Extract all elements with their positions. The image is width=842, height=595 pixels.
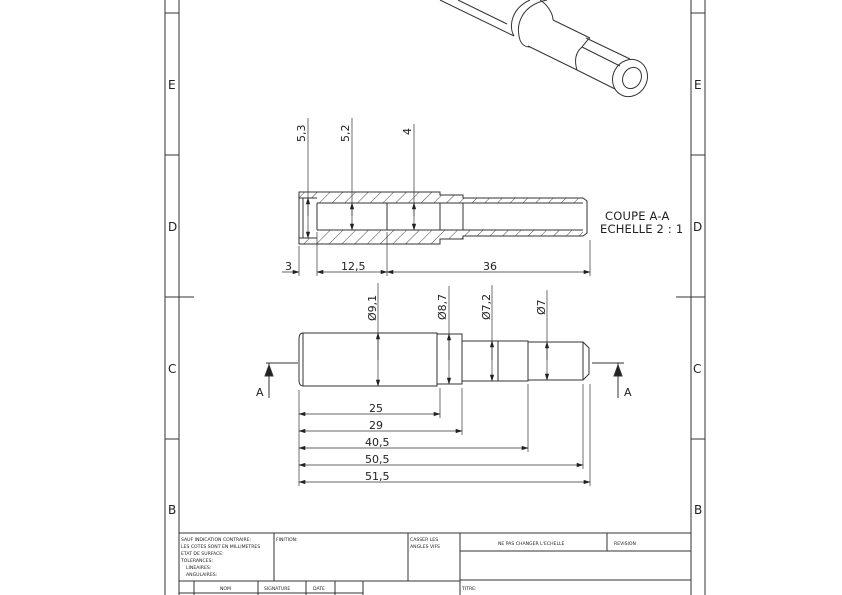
note-line-6: ANGULAIRES:	[186, 572, 218, 578]
dim-text-40-5: 40,5	[365, 436, 390, 449]
dim-text-36: 36	[483, 260, 497, 273]
section-marker-left: A	[256, 386, 264, 399]
section-hatch-top	[299, 192, 583, 203]
note-line-2: LES COTES SONT EN MILLIMETRES	[181, 544, 260, 550]
zone-labels: E E D D C C B B	[168, 78, 702, 517]
edges-label-1: CASSER LES	[410, 537, 438, 543]
section-cut-line	[264, 362, 624, 398]
dim-text-5-2: 5,2	[339, 125, 352, 143]
dim-text-25: 25	[369, 402, 383, 415]
scale-note: NE PAS CHANGER L'ECHELLE	[498, 541, 565, 547]
dim-text-dia-8-7: Ø8,7	[436, 294, 449, 320]
part-step-8-7	[436, 333, 463, 385]
dim-text-50-5: 50,5	[365, 453, 390, 466]
dim-text-5-3: 5,3	[295, 125, 308, 143]
part-step-7	[527, 341, 590, 381]
edges-label-2: ANGLES VIFS	[410, 544, 440, 550]
dim-text-dia-9-1: Ø9,1	[366, 295, 379, 321]
dim-text-51-5: 51,5	[365, 470, 390, 483]
section-hatch-bottom	[299, 230, 583, 244]
dim-text-dia-7-2: Ø7,2	[480, 294, 493, 320]
zone-label-e-left: E	[168, 78, 176, 92]
note-line-1: SAUF INDICATION CONTRAIRE:	[181, 537, 252, 543]
section-view-a-a: 5,3 5,2 4 3 12,5 36 COUPE A-A ECHELLE 2 …	[282, 118, 683, 276]
drawing-frame	[164, 0, 706, 595]
dim-text-dia-7: Ø7	[535, 299, 548, 315]
section-title: COUPE A-A	[605, 209, 670, 223]
date-header: DATE	[313, 586, 325, 592]
part-body-9-1	[298, 332, 438, 387]
zone-label-b-left: B	[168, 503, 176, 517]
zone-label-c-right: C	[693, 362, 701, 376]
finish-label: FINITION:	[276, 537, 298, 543]
name-header: NOM	[220, 586, 231, 592]
dim-text-12-5: 12,5	[341, 260, 366, 273]
dim-text-29: 29	[369, 419, 383, 432]
zone-label-e-right: E	[694, 78, 702, 92]
section-scale: ECHELLE 2 : 1	[600, 222, 683, 236]
zone-label-d-left: D	[168, 220, 177, 234]
dim-text-4: 4	[401, 128, 414, 135]
section-marker-right: A	[624, 386, 632, 399]
note-line-4: TOLERANCES:	[180, 558, 213, 564]
signature-header: SIGNATURE	[264, 586, 290, 592]
dim-text-3: 3	[285, 260, 292, 273]
title-block: SAUF INDICATION CONTRAIRE: LES COTES SON…	[179, 532, 691, 595]
title-label: TITRE:	[461, 586, 477, 592]
note-line-3: ETAT DE SURFACE:	[181, 551, 224, 557]
note-line-5: LINEAIRES:	[186, 565, 212, 571]
zone-label-d-right: D	[693, 220, 702, 234]
part-step-7-2	[461, 340, 529, 382]
zone-label-c-left: C	[168, 362, 176, 376]
front-view: A A Ø9,1 Ø8,7 Ø7,2 Ø7	[256, 283, 632, 486]
revision-label: REVISION	[614, 541, 636, 547]
isometric-view	[439, 0, 648, 98]
zone-label-b-right: B	[694, 503, 702, 517]
